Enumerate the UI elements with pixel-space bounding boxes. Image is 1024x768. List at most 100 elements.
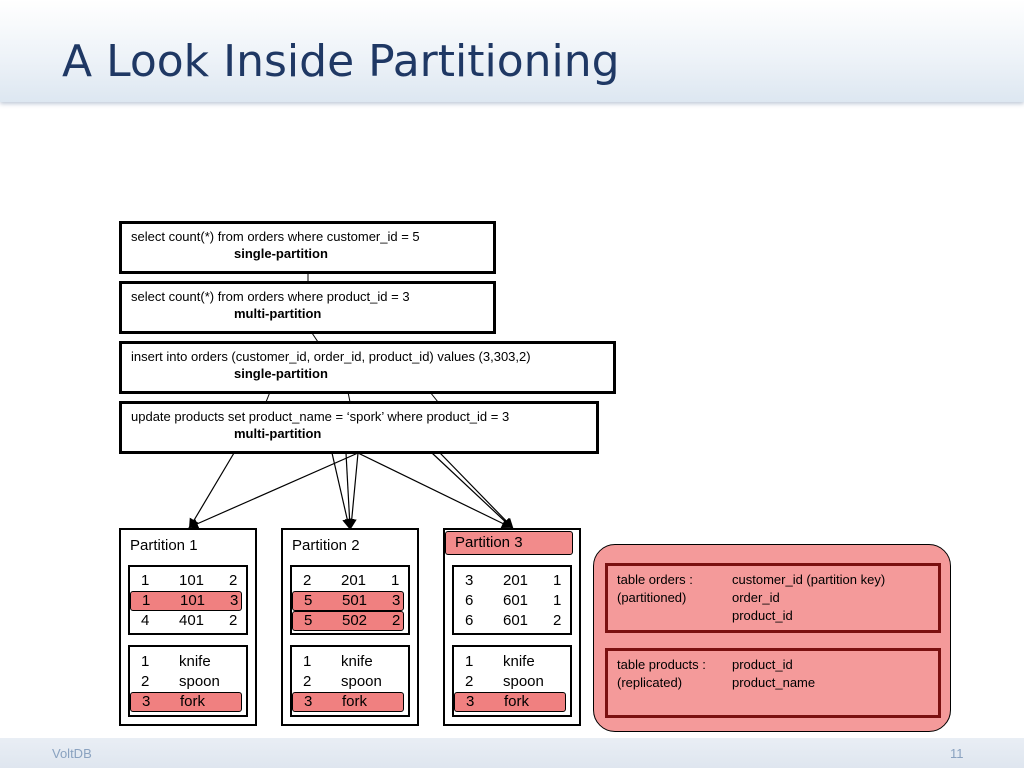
cell-product-name: knife bbox=[179, 653, 211, 670]
cell-order-id: 201 bbox=[503, 572, 529, 589]
partition-3: Partition 3 3 201 1 6 601 1 6 601 2 1 kn… bbox=[443, 528, 581, 726]
connector-line bbox=[311, 332, 319, 343]
table-row: 6 601 1 bbox=[460, 591, 564, 611]
slide-title: A Look Inside Partitioning bbox=[62, 36, 620, 87]
cell-order-id: 401 bbox=[179, 612, 205, 629]
query-sql: select count(*) from orders where custom… bbox=[131, 229, 420, 244]
table-row-highlighted: 5 502 2 bbox=[292, 611, 404, 631]
query-sql: insert into orders (customer_id, order_i… bbox=[131, 349, 531, 364]
cell-product-name: fork bbox=[342, 693, 368, 710]
partition-label: Partition 2 bbox=[292, 537, 360, 554]
table-row: 3 201 1 bbox=[460, 571, 564, 591]
table-row-highlighted: 5 501 3 bbox=[292, 591, 404, 611]
schema-column: order_id bbox=[732, 590, 780, 605]
query-box-select-product: select count(*) from orders where produc… bbox=[119, 281, 496, 334]
cell-product-id: 1 bbox=[553, 572, 562, 589]
partition-2: Partition 2 2 201 1 5 501 3 5 502 2 1 kn… bbox=[281, 528, 419, 726]
cell-product-name: knife bbox=[503, 653, 535, 670]
cell-product-id: 1 bbox=[141, 653, 150, 670]
cell-product-id: 3 bbox=[230, 592, 239, 609]
query-type: single-partition bbox=[234, 246, 328, 261]
arrow-to-partition-2 bbox=[344, 452, 355, 529]
schema-column: product_id bbox=[732, 608, 793, 623]
partition-label-highlighted: Partition 3 bbox=[445, 531, 573, 555]
query-box-insert: insert into orders (customer_id, order_i… bbox=[119, 341, 616, 394]
cell-product-id: 1 bbox=[391, 572, 400, 589]
cell-order-id: 502 bbox=[342, 612, 368, 629]
schema-table-kind: (partitioned) bbox=[617, 590, 687, 605]
table-row-highlighted: 3 fork bbox=[292, 692, 404, 712]
schema-panel: table orders : (partitioned) customer_id… bbox=[593, 544, 951, 732]
cell-product-id: 3 bbox=[142, 693, 151, 710]
table-row: 1 101 2 bbox=[136, 571, 240, 591]
arrow-to-partition-3 bbox=[357, 452, 512, 528]
cell-product-id: 3 bbox=[392, 592, 401, 609]
table-row: 2 spoon bbox=[460, 672, 564, 692]
orders-table: 2 201 1 5 501 3 5 502 2 bbox=[290, 565, 410, 635]
cell-customer-id: 5 bbox=[304, 592, 313, 609]
schema-table-kind: (replicated) bbox=[617, 675, 683, 690]
footer-bar bbox=[0, 738, 1024, 768]
cell-customer-id: 6 bbox=[465, 592, 474, 609]
query-type: multi-partition bbox=[234, 426, 322, 441]
cell-product-name: spoon bbox=[341, 673, 382, 690]
table-row: 2 spoon bbox=[298, 672, 402, 692]
schema-column: product_id bbox=[732, 657, 793, 672]
partition-label: Partition 1 bbox=[130, 537, 198, 554]
cell-customer-id: 5 bbox=[304, 612, 313, 629]
cell-product-id: 3 bbox=[466, 693, 475, 710]
schema-table-name: table products : bbox=[617, 657, 706, 672]
query-sql: select count(*) from orders where produc… bbox=[131, 289, 410, 304]
cell-customer-id: 1 bbox=[141, 572, 150, 589]
footer-brand: VoltDB bbox=[52, 746, 92, 761]
table-row: 1 knife bbox=[136, 652, 240, 672]
query-box-select-customer: select count(*) from orders where custom… bbox=[119, 221, 496, 274]
schema-table-name: table orders : bbox=[617, 572, 693, 587]
cell-product-name: fork bbox=[504, 693, 530, 710]
cell-product-id: 2 bbox=[229, 612, 238, 629]
cell-product-id: 1 bbox=[465, 653, 474, 670]
schema-column: customer_id (partition key) bbox=[732, 572, 886, 587]
cell-customer-id: 6 bbox=[465, 612, 474, 629]
arrow-to-partition-1 bbox=[188, 452, 235, 529]
arrow-to-partition-1 bbox=[188, 452, 359, 529]
cell-product-name: spoon bbox=[503, 673, 544, 690]
cell-product-id: 2 bbox=[141, 673, 150, 690]
cell-product-id: 2 bbox=[392, 612, 401, 629]
cell-order-id: 501 bbox=[342, 592, 368, 609]
arrow-to-partition-2 bbox=[331, 452, 353, 529]
arrow-to-partition-3 bbox=[431, 452, 513, 529]
cell-product-id: 1 bbox=[303, 653, 312, 670]
products-table: 1 knife 2 spoon 3 fork bbox=[290, 645, 410, 717]
schema-column: product_name bbox=[732, 675, 816, 690]
cell-product-name: knife bbox=[341, 653, 373, 670]
cell-customer-id: 3 bbox=[465, 572, 474, 589]
cell-product-id: 3 bbox=[304, 693, 313, 710]
schema-orders: table orders : (partitioned) customer_id… bbox=[605, 563, 941, 633]
cell-order-id: 601 bbox=[503, 612, 529, 629]
cell-product-id: 2 bbox=[229, 572, 238, 589]
partition-1: Partition 1 1 101 2 1 101 3 4 401 2 1 kn… bbox=[119, 528, 257, 726]
table-row-highlighted: 3 fork bbox=[454, 692, 566, 712]
cell-customer-id: 1 bbox=[142, 592, 151, 609]
cell-order-id: 601 bbox=[503, 592, 529, 609]
arrow-to-partition-3 bbox=[439, 452, 514, 529]
page-number: 11 bbox=[950, 746, 964, 761]
table-row: 1 knife bbox=[298, 652, 402, 672]
arrow-to-partition-2 bbox=[346, 452, 359, 529]
cell-order-id: 201 bbox=[341, 572, 367, 589]
query-type: single-partition bbox=[234, 366, 328, 381]
table-row: 6 601 2 bbox=[460, 611, 564, 631]
cell-product-id: 1 bbox=[553, 592, 562, 609]
cell-product-name: fork bbox=[180, 693, 206, 710]
products-table: 1 knife 2 spoon 3 fork bbox=[128, 645, 248, 717]
title-bar bbox=[0, 0, 1024, 102]
cell-customer-id: 2 bbox=[303, 572, 312, 589]
orders-table: 1 101 2 1 101 3 4 401 2 bbox=[128, 565, 248, 635]
products-table: 1 knife 2 spoon 3 fork bbox=[452, 645, 572, 717]
table-row: 4 401 2 bbox=[136, 611, 240, 631]
cell-order-id: 101 bbox=[180, 592, 206, 609]
query-sql: update products set product_name = ‘spor… bbox=[131, 409, 510, 424]
cell-product-id: 2 bbox=[303, 673, 312, 690]
